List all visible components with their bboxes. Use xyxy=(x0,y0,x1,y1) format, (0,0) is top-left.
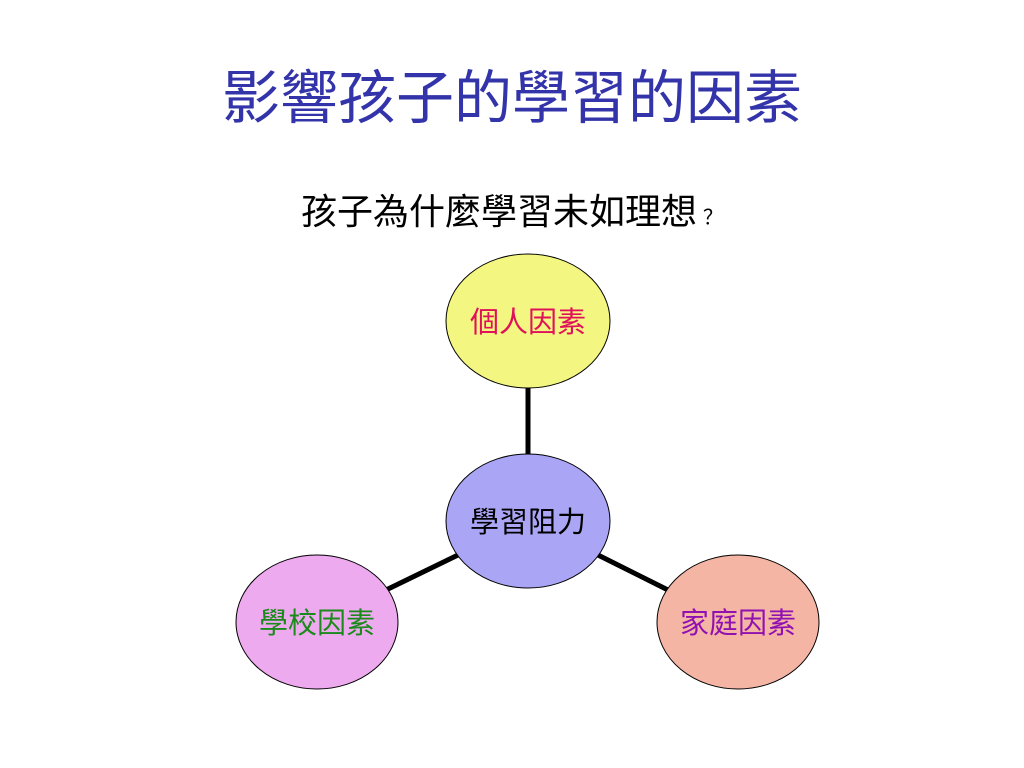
edge-center-right xyxy=(596,552,670,593)
node-family-factors: 家庭因素 xyxy=(656,554,820,690)
node-family-factors-label: 家庭因素 xyxy=(680,606,796,640)
slide-title: 影響孩子的學習的因素 xyxy=(221,64,802,132)
node-learning-resistance: 學習阻力 xyxy=(445,453,611,589)
node-learning-resistance-label: 學習阻力 xyxy=(470,505,586,539)
node-school-factors-shape xyxy=(235,554,399,690)
node-school-factors-label: 學校因素 xyxy=(259,606,375,640)
node-personal-factors: 個人因素 xyxy=(445,253,611,389)
node-school-factors: 學校因素 xyxy=(235,554,399,690)
question-mark: ？ xyxy=(703,205,723,229)
node-personal-factors-shape xyxy=(445,253,611,389)
node-family-factors-shape xyxy=(656,554,820,690)
edge-center-left xyxy=(384,552,460,593)
node-personal-factors-label: 個人因素 xyxy=(470,305,586,339)
question-text: 孩子為什麼學習未如理想？ xyxy=(0,188,1024,242)
node-learning-resistance-shape xyxy=(445,453,611,589)
question-label: 孩子為什麼學習未如理想 xyxy=(300,192,697,233)
